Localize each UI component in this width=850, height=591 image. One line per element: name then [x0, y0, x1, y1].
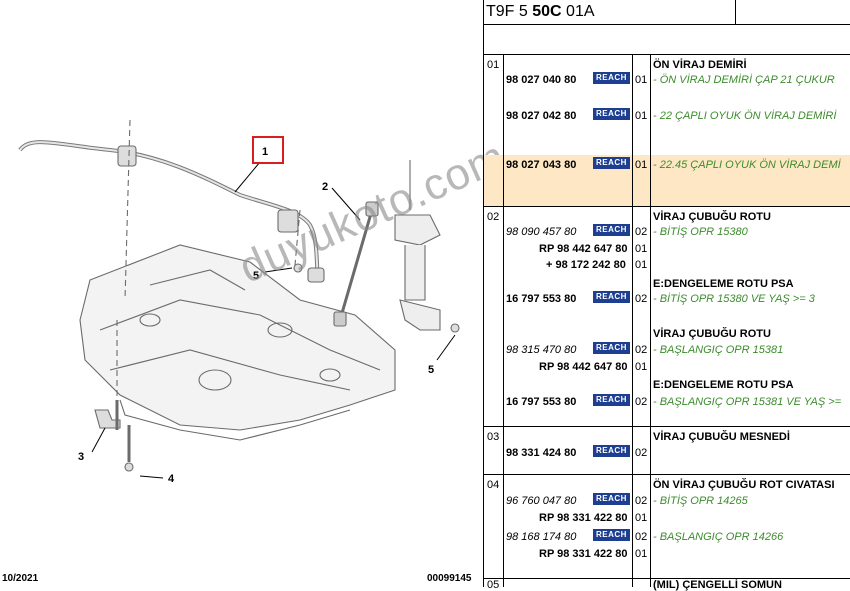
group-number: 04 [487, 479, 500, 491]
part-number[interactable]: 16 797 553 80 [506, 396, 577, 408]
quantity: 02 [635, 293, 648, 305]
part-number[interactable]: 96 760 047 80 [506, 495, 577, 507]
part-note: - 22.45 ÇAPLI OYUK ÖN VİRAJ DEMİ [653, 159, 841, 171]
group-number: 01 [487, 59, 500, 71]
callout-3: 3 [78, 451, 84, 463]
part-number[interactable]: RP 98 331 422 80 [539, 548, 628, 560]
quantity: 02 [635, 344, 648, 356]
suspension-diagram: 1 2 3 4 5 5 [18, 119, 460, 485]
callout-5b: 5 [428, 364, 434, 376]
link-rod [338, 209, 374, 321]
part-number[interactable]: 98 315 470 80 [506, 344, 577, 356]
reach-badge: REACH [593, 291, 630, 303]
reach-badge: REACH [593, 445, 630, 457]
quantity: 01 [635, 110, 648, 122]
subframe [79, 244, 396, 431]
part-description: E:DENGELEME ROTU PSA [653, 278, 794, 290]
callout-4: 4 [168, 473, 175, 485]
strut [394, 160, 441, 246]
part-description: (MIL) ÇENGELLİ SOMUN [653, 579, 782, 591]
part-note: - BİTİŞ OPR 14265 [653, 495, 748, 507]
group-number: 05 [487, 579, 500, 591]
part-description: ÖN VİRAJ ÇUBUĞU ROT CIVATASI [653, 479, 835, 491]
quantity: 02 [635, 495, 648, 507]
part-description: VİRAJ ÇUBUĞU ROTU [653, 328, 771, 340]
part-number[interactable]: 16 797 553 80 [506, 293, 577, 305]
part-number[interactable]: 98 168 174 80 [506, 531, 577, 543]
part-description: E:DENGELEME ROTU PSA [653, 379, 794, 391]
reach-badge: REACH [593, 394, 630, 406]
part-note: - BAŞLANGIÇ OPR 14266 [653, 531, 784, 543]
part-number[interactable]: RP 98 442 647 80 [539, 361, 628, 373]
reach-badge: REACH [593, 493, 630, 505]
reach-badge: REACH [593, 224, 630, 236]
part-note: - BAŞLANGIÇ OPR 15381 VE YAŞ >= [653, 396, 842, 408]
quantity: 01 [635, 159, 648, 171]
part-description: VİRAJ ÇUBUĞU ROTU [653, 211, 771, 223]
diagram-code: 00099145 [427, 573, 472, 584]
quantity: 01 [635, 259, 648, 271]
quantity: 01 [635, 548, 648, 560]
group-number: 03 [487, 431, 500, 443]
quantity: 01 [635, 512, 648, 524]
reach-badge: REACH [593, 529, 630, 541]
quantity: 02 [635, 531, 648, 543]
part-number[interactable]: 98 027 040 80 [506, 74, 577, 86]
table-title: T9F 5 50C 01A [486, 3, 595, 20]
part-number[interactable]: 98 027 043 80 [506, 159, 577, 171]
reach-badge: REACH [593, 72, 630, 84]
part-number[interactable]: 98 027 042 80 [506, 110, 577, 122]
part-number[interactable]: RP 98 442 647 80 [539, 243, 628, 255]
part-description: ÖN VİRAJ DEMİRİ [653, 59, 747, 71]
part-note: - BİTİŞ OPR 15380 VE YAŞ >= 3 [653, 293, 815, 305]
callout-1: 1 [262, 146, 268, 158]
part-number[interactable]: 98 090 457 80 [506, 226, 577, 238]
reach-badge: REACH [593, 157, 630, 169]
quantity: 02 [635, 396, 648, 408]
quantity: 02 [635, 447, 648, 459]
diagram-date: 10/2021 [2, 573, 39, 584]
part-number[interactable]: RP 98 331 422 80 [539, 512, 628, 524]
quantity: 01 [635, 361, 648, 373]
part-number[interactable]: 98 331 424 80 [506, 447, 577, 459]
group-number: 02 [487, 211, 500, 223]
reach-badge: REACH [593, 342, 630, 354]
part-note: - BAŞLANGIÇ OPR 15381 [653, 344, 784, 356]
quantity: 02 [635, 226, 648, 238]
callout-5a: 5 [253, 270, 259, 282]
part-note: - ÖN VİRAJ DEMİRİ ÇAP 21 ÇUKUR [653, 74, 835, 86]
bracket [94, 409, 121, 429]
quantity: 01 [635, 74, 648, 86]
part-note: - 22 ÇAPLI OYUK ÖN VİRAJ DEMİRİ [653, 110, 837, 122]
highlighted-row[interactable] [484, 155, 850, 207]
quantity: 01 [635, 243, 648, 255]
callout-2: 2 [322, 181, 328, 193]
part-number[interactable]: + 98 172 242 80 [546, 259, 626, 271]
part-note: - BİTİŞ OPR 15380 [653, 226, 748, 238]
callout-box [252, 136, 284, 164]
reach-badge: REACH [593, 108, 630, 120]
part-description: VİRAJ ÇUBUĞU MESNEDİ [653, 431, 790, 443]
